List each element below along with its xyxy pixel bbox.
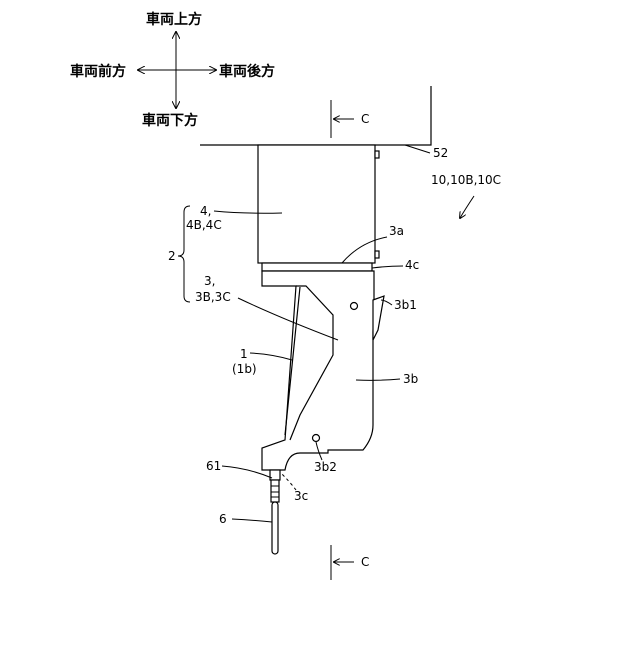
ref-4-line1: 4, bbox=[200, 204, 211, 218]
hole-3b2 bbox=[313, 435, 320, 442]
section-label-top: C bbox=[361, 112, 369, 126]
orientation-indicator: 車両上方 車両前方 車両後方 車両下方 bbox=[70, 11, 275, 129]
hole-3b1 bbox=[351, 303, 358, 310]
ref-3-line1: 3, bbox=[204, 274, 215, 288]
leader-3c bbox=[280, 472, 296, 490]
section-label-bottom: C bbox=[361, 555, 369, 569]
flange-4c bbox=[262, 263, 372, 271]
ref-3b1: 3b1 bbox=[394, 298, 417, 312]
ref-4-line2: 4B,4C bbox=[186, 218, 222, 232]
ref-1: 1 bbox=[240, 347, 248, 361]
label-vehicle-up: 車両上方 bbox=[146, 11, 202, 28]
leader-group-arrow bbox=[460, 196, 474, 218]
housing-4-body bbox=[258, 145, 375, 263]
leader-52 bbox=[405, 145, 430, 153]
ref-6: 6 bbox=[219, 512, 227, 526]
ref-4c: 4c bbox=[405, 258, 419, 272]
rod-6 bbox=[270, 470, 280, 554]
leader-4c bbox=[372, 266, 403, 268]
leader-1 bbox=[250, 353, 292, 360]
rod-6-shaft bbox=[272, 502, 278, 554]
label-vehicle-rear: 車両後方 bbox=[219, 63, 275, 80]
leader-6 bbox=[232, 519, 272, 522]
connector-61-lower bbox=[271, 480, 279, 502]
ref-3b: 3b bbox=[403, 372, 418, 386]
housing-4-tab-bottom bbox=[375, 251, 379, 258]
label-vehicle-front: 車両前方 bbox=[70, 63, 126, 80]
main-body-3 bbox=[262, 271, 384, 470]
ref-3-line2: 3B,3C bbox=[195, 290, 231, 304]
section-marker-top: C bbox=[331, 100, 369, 138]
ref-52: 52 bbox=[433, 146, 448, 160]
bracket-3b1 bbox=[373, 296, 384, 340]
ref-61: 61 bbox=[206, 459, 221, 473]
ref-10-10b-10c: 10,10B,10C bbox=[431, 173, 501, 187]
ref-3b2: 3b2 bbox=[314, 460, 337, 474]
section-marker-bottom: C bbox=[331, 545, 369, 580]
floor-outline bbox=[200, 86, 431, 145]
housing-4-tab-top bbox=[375, 151, 379, 158]
ref-3c: 3c bbox=[294, 489, 308, 503]
ref-1b: (1b) bbox=[232, 362, 257, 376]
connector-61-upper bbox=[270, 470, 280, 480]
label-vehicle-down: 車両下方 bbox=[142, 112, 198, 129]
group-reference: 10,10B,10C bbox=[431, 173, 501, 218]
ref-2: 2 bbox=[168, 249, 176, 263]
ref-3a: 3a bbox=[389, 224, 404, 238]
upper-housing-4 bbox=[258, 145, 379, 271]
